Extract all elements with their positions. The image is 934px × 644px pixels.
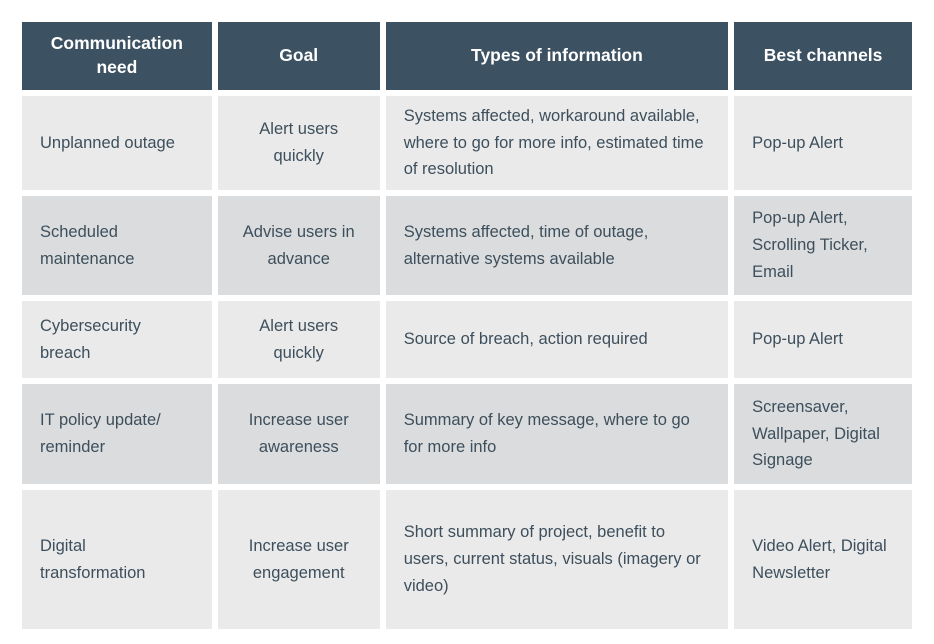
table-row: Cybersecurity breach Alert users quickly… xyxy=(22,301,912,378)
cell-text: Short summary of project, benefit to use… xyxy=(403,523,701,595)
cell-text: Digital transformation xyxy=(40,536,146,582)
table-row: Unplanned outage Alert users quickly Sys… xyxy=(22,96,912,190)
cell-text: Pop-up Alert, Scrolling Ticker, Email xyxy=(752,209,868,281)
cell-text: Systems affected, workaround available, … xyxy=(403,106,704,179)
column-header-goal: Goal xyxy=(217,22,380,90)
column-header-communication-need: Communication need xyxy=(22,22,212,90)
cell-types-of-information: Systems affected, time of outage, altern… xyxy=(385,196,729,295)
cell-communication-need: Unplanned outage xyxy=(22,96,212,190)
cell-text: Summary of key message, where to go for … xyxy=(403,411,690,456)
cell-types-of-information: Systems affected, workaround available, … xyxy=(385,96,729,190)
table-row: Digital transformation Increase user eng… xyxy=(22,490,912,629)
cell-goal: Alert users quickly xyxy=(217,301,380,378)
table-row: IT policy update/ reminder Increase user… xyxy=(22,384,912,484)
cell-types-of-information: Summary of key message, where to go for … xyxy=(385,384,729,484)
cell-goal: Increase user awareness xyxy=(217,384,380,484)
cell-types-of-information: Source of breach, action required xyxy=(385,301,729,378)
cell-best-channels: Pop-up Alert, Scrolling Ticker, Email xyxy=(734,196,912,295)
cell-text: Increase user engagement xyxy=(248,536,349,582)
cell-text: Cybersecurity breach xyxy=(40,316,141,362)
cell-text: Systems affected, time of outage, altern… xyxy=(403,222,649,268)
cell-best-channels: Pop-up Alert xyxy=(734,301,912,378)
cell-text: Alert users quickly xyxy=(259,120,339,165)
cell-text: Pop-up Alert xyxy=(752,330,843,349)
cell-text: IT policy update/ reminder xyxy=(40,411,161,456)
cell-text: Pop-up Alert xyxy=(752,133,843,152)
cell-best-channels: Pop-up Alert xyxy=(734,96,912,190)
column-header-label: Best channels xyxy=(763,45,883,66)
cell-communication-need: Cybersecurity breach xyxy=(22,301,212,378)
cell-communication-need: IT policy update/ reminder xyxy=(22,384,212,484)
cell-text: Alert users quickly xyxy=(259,316,339,362)
table-row: Scheduled maintenance Advise users in ad… xyxy=(22,196,912,295)
cell-communication-need: Scheduled maintenance xyxy=(22,196,212,295)
cell-text: Scheduled maintenance xyxy=(40,222,135,268)
cell-text: Video Alert, Digital Newsletter xyxy=(752,536,887,582)
cell-text: Increase user awareness xyxy=(248,411,349,456)
cell-goal: Advise users in advance xyxy=(217,196,380,295)
column-header-label: Goal xyxy=(279,45,319,66)
column-header-label: Types of information xyxy=(471,45,643,66)
cell-text: Screensaver, Wallpaper, Digital Signage xyxy=(752,397,880,470)
cell-communication-need: Digital transformation xyxy=(22,490,212,629)
column-header-label: Communication need xyxy=(50,33,183,77)
cell-text: Unplanned outage xyxy=(40,133,175,152)
cell-text: Source of breach, action required xyxy=(403,330,648,349)
cell-goal: Alert users quickly xyxy=(217,96,380,190)
cell-best-channels: Screensaver, Wallpaper, Digital Signage xyxy=(734,384,912,484)
column-header-best-channels: Best channels xyxy=(734,22,912,90)
cell-goal: Increase user engagement xyxy=(217,490,380,629)
cell-best-channels: Video Alert, Digital Newsletter xyxy=(734,490,912,629)
table-header-row: Communication need Goal Types of informa… xyxy=(22,22,912,90)
cell-text: Advise users in advance xyxy=(242,222,355,268)
column-header-types-of-information: Types of information xyxy=(385,22,729,90)
communication-needs-table: Communication need Goal Types of informa… xyxy=(22,22,912,635)
cell-types-of-information: Short summary of project, benefit to use… xyxy=(385,490,729,629)
